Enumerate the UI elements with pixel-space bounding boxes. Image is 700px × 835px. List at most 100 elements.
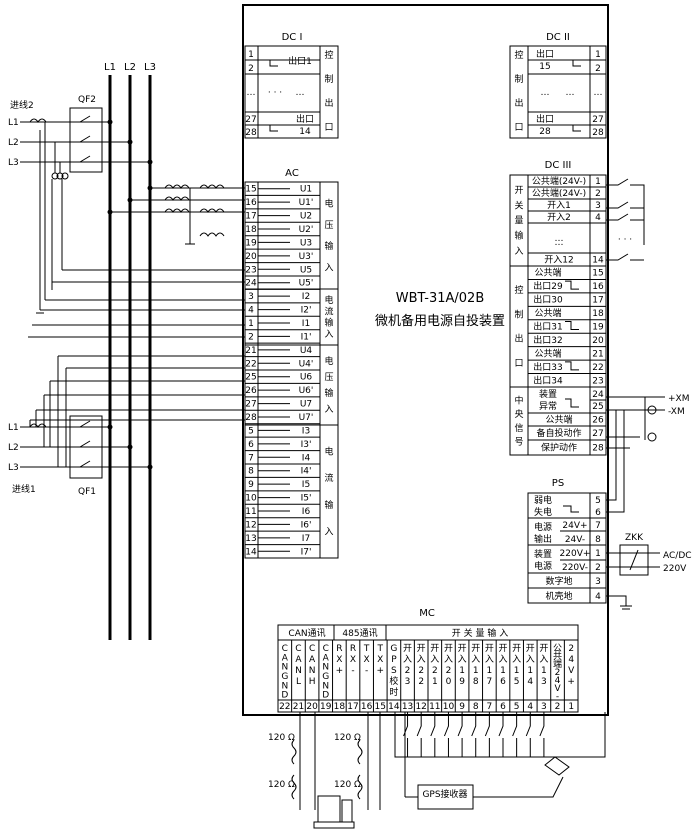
mc-column-char: L: [296, 677, 301, 687]
busbars: L1 L2 L3: [104, 62, 156, 640]
svg-text:口: 口: [514, 123, 523, 133]
ac220-label: 220V: [663, 564, 687, 574]
mc-column-char: N: [281, 663, 288, 673]
svg-text:弱电: 弱电: [534, 494, 552, 506]
ac-signal-label: I5': [301, 494, 312, 504]
svg-text:120 Ω: 120 Ω: [268, 733, 295, 743]
mc-column-char: 9: [459, 677, 465, 687]
dc3-side-labels: 开关量输入控制出口中央信号…: [514, 185, 563, 447]
dc3-terminal-number: 14: [592, 256, 604, 266]
dc3-terminal-number: 19: [592, 323, 604, 333]
mc-column-char: -: [351, 666, 354, 676]
incoming-line-1-label: 进线1: [12, 483, 36, 495]
ac-signal-label: I3': [301, 440, 312, 450]
mc-column-char: 入: [485, 654, 494, 665]
svg-text:120 Ω: 120 Ω: [268, 780, 295, 790]
dc3-switch-label: …: [555, 234, 564, 244]
dc3-terminal-number: 15: [592, 269, 603, 279]
svg-text:失电: 失电: [534, 506, 552, 518]
dc3-control-label: 出口32: [533, 334, 562, 346]
svg-text:电源: 电源: [534, 560, 552, 572]
dc3-side-char: 开: [514, 185, 523, 196]
mc-column-char: 7: [486, 677, 492, 687]
mc-block: MC CAN通讯 485通讯 开 关 量 输 入 CANGND22CANL21C…: [268, 608, 606, 829]
mc-switch-title: 开 关 量 输 入: [452, 627, 508, 639]
mc-column-char: C: [282, 644, 288, 654]
ac-signal-label: I1': [301, 332, 312, 342]
dc3-side-char: 入: [514, 246, 523, 257]
mc-terminal-number: 20: [306, 702, 318, 712]
svg-text:L3: L3: [8, 158, 19, 168]
svg-text:出口: 出口: [296, 113, 314, 125]
xm-plus-label: +XM: [668, 394, 689, 404]
mc-column-char: 入: [403, 654, 412, 665]
xm-minus-label: -XM: [668, 407, 685, 417]
ac-terminal-number: 10: [245, 494, 257, 504]
mc-column-char: G: [281, 672, 288, 682]
ac-signal-label: U6': [299, 386, 314, 396]
incoming-line-2-label: 进线2: [10, 99, 34, 111]
ac-terminal-number: 13: [245, 534, 256, 544]
svg-text:· · ·: · · ·: [268, 88, 282, 98]
mc-terminal-number: 14: [388, 702, 400, 712]
mc-terminal-number: 12: [415, 702, 426, 712]
ac-group-char: 压: [324, 220, 333, 231]
ac-terminal-number: 23: [245, 265, 256, 275]
mc-terminal-number: 19: [320, 702, 332, 712]
mc-column-char: S: [391, 666, 397, 676]
ac-group-char: 电: [324, 197, 333, 209]
dc3-switch-label: 公共端(24V-): [532, 187, 586, 199]
ac-terminal-number: 9: [248, 480, 254, 490]
svg-text:L2: L2: [8, 138, 19, 148]
svg-text:装置: 装置: [534, 548, 552, 560]
dc2-block: DC II 控 制 出 口 出口 15 … … 出口 28 1 2 … 27 2…: [509, 32, 607, 139]
alarm-bell-icon: [647, 405, 657, 415]
mc-terminal-number: 16: [361, 702, 373, 712]
qf2-label: QF2: [78, 95, 96, 105]
dc3-control-label: 公共端: [534, 307, 561, 319]
ac-terminal-number: 17: [245, 212, 256, 222]
ac-title: AC: [285, 168, 299, 179]
alarm-lamp-icon: [647, 432, 657, 442]
ac-signal-label: U2: [300, 212, 312, 222]
qf1-label: QF1: [78, 487, 96, 497]
acdc-label: AC/DC: [663, 551, 692, 561]
mc-column-char: 开: [471, 643, 480, 654]
svg-text:…: …: [541, 88, 550, 98]
mc-column-char: 4: [555, 676, 561, 686]
ac-terminal-number: 4: [248, 306, 254, 316]
mc-column-char: N: [309, 666, 316, 676]
ac-group-char: 电: [324, 355, 333, 367]
ac-signal-label: U3': [299, 252, 314, 262]
dc3-signal-label: 异常: [539, 400, 557, 412]
dc3-control-label: 出口30: [533, 294, 563, 306]
dc3-side-char: 号: [514, 436, 523, 447]
dc3-terminal-number: 20: [592, 336, 604, 346]
ac-signal-label: U2': [299, 225, 314, 235]
mc-columns: CANGND22CANL21CANH20CANGND19RX+18RX-17TX…: [279, 640, 575, 712]
mc-column-char: 1: [486, 666, 492, 676]
dc3-control-label: 公共端: [534, 347, 561, 359]
mc-column-char: 6: [500, 677, 506, 687]
ac-signal-label: I4: [302, 453, 311, 463]
svg-text:口: 口: [324, 123, 333, 133]
ac-terminal-number: 8: [248, 467, 254, 477]
svg-text:24V-: 24V-: [565, 535, 585, 545]
mc-column-char: 开: [403, 643, 412, 654]
ac-signal-label: U4': [299, 359, 314, 369]
ac-signal-label: U1: [300, 185, 312, 195]
svg-text:出: 出: [514, 97, 523, 109]
svg-text:1: 1: [595, 549, 601, 559]
mc-column-char: 入: [539, 654, 548, 665]
dc3-side-char: 关: [514, 199, 523, 211]
svg-text:机壳地: 机壳地: [545, 590, 572, 602]
svg-text:7: 7: [595, 521, 601, 531]
svg-text:5: 5: [595, 496, 601, 506]
ac-terminal-number: 24: [245, 279, 257, 289]
svg-text:· · ·: · · ·: [618, 235, 632, 245]
mc-column-char: G: [390, 644, 397, 654]
svg-text:L2: L2: [8, 443, 19, 453]
svg-text:4: 4: [595, 592, 601, 602]
